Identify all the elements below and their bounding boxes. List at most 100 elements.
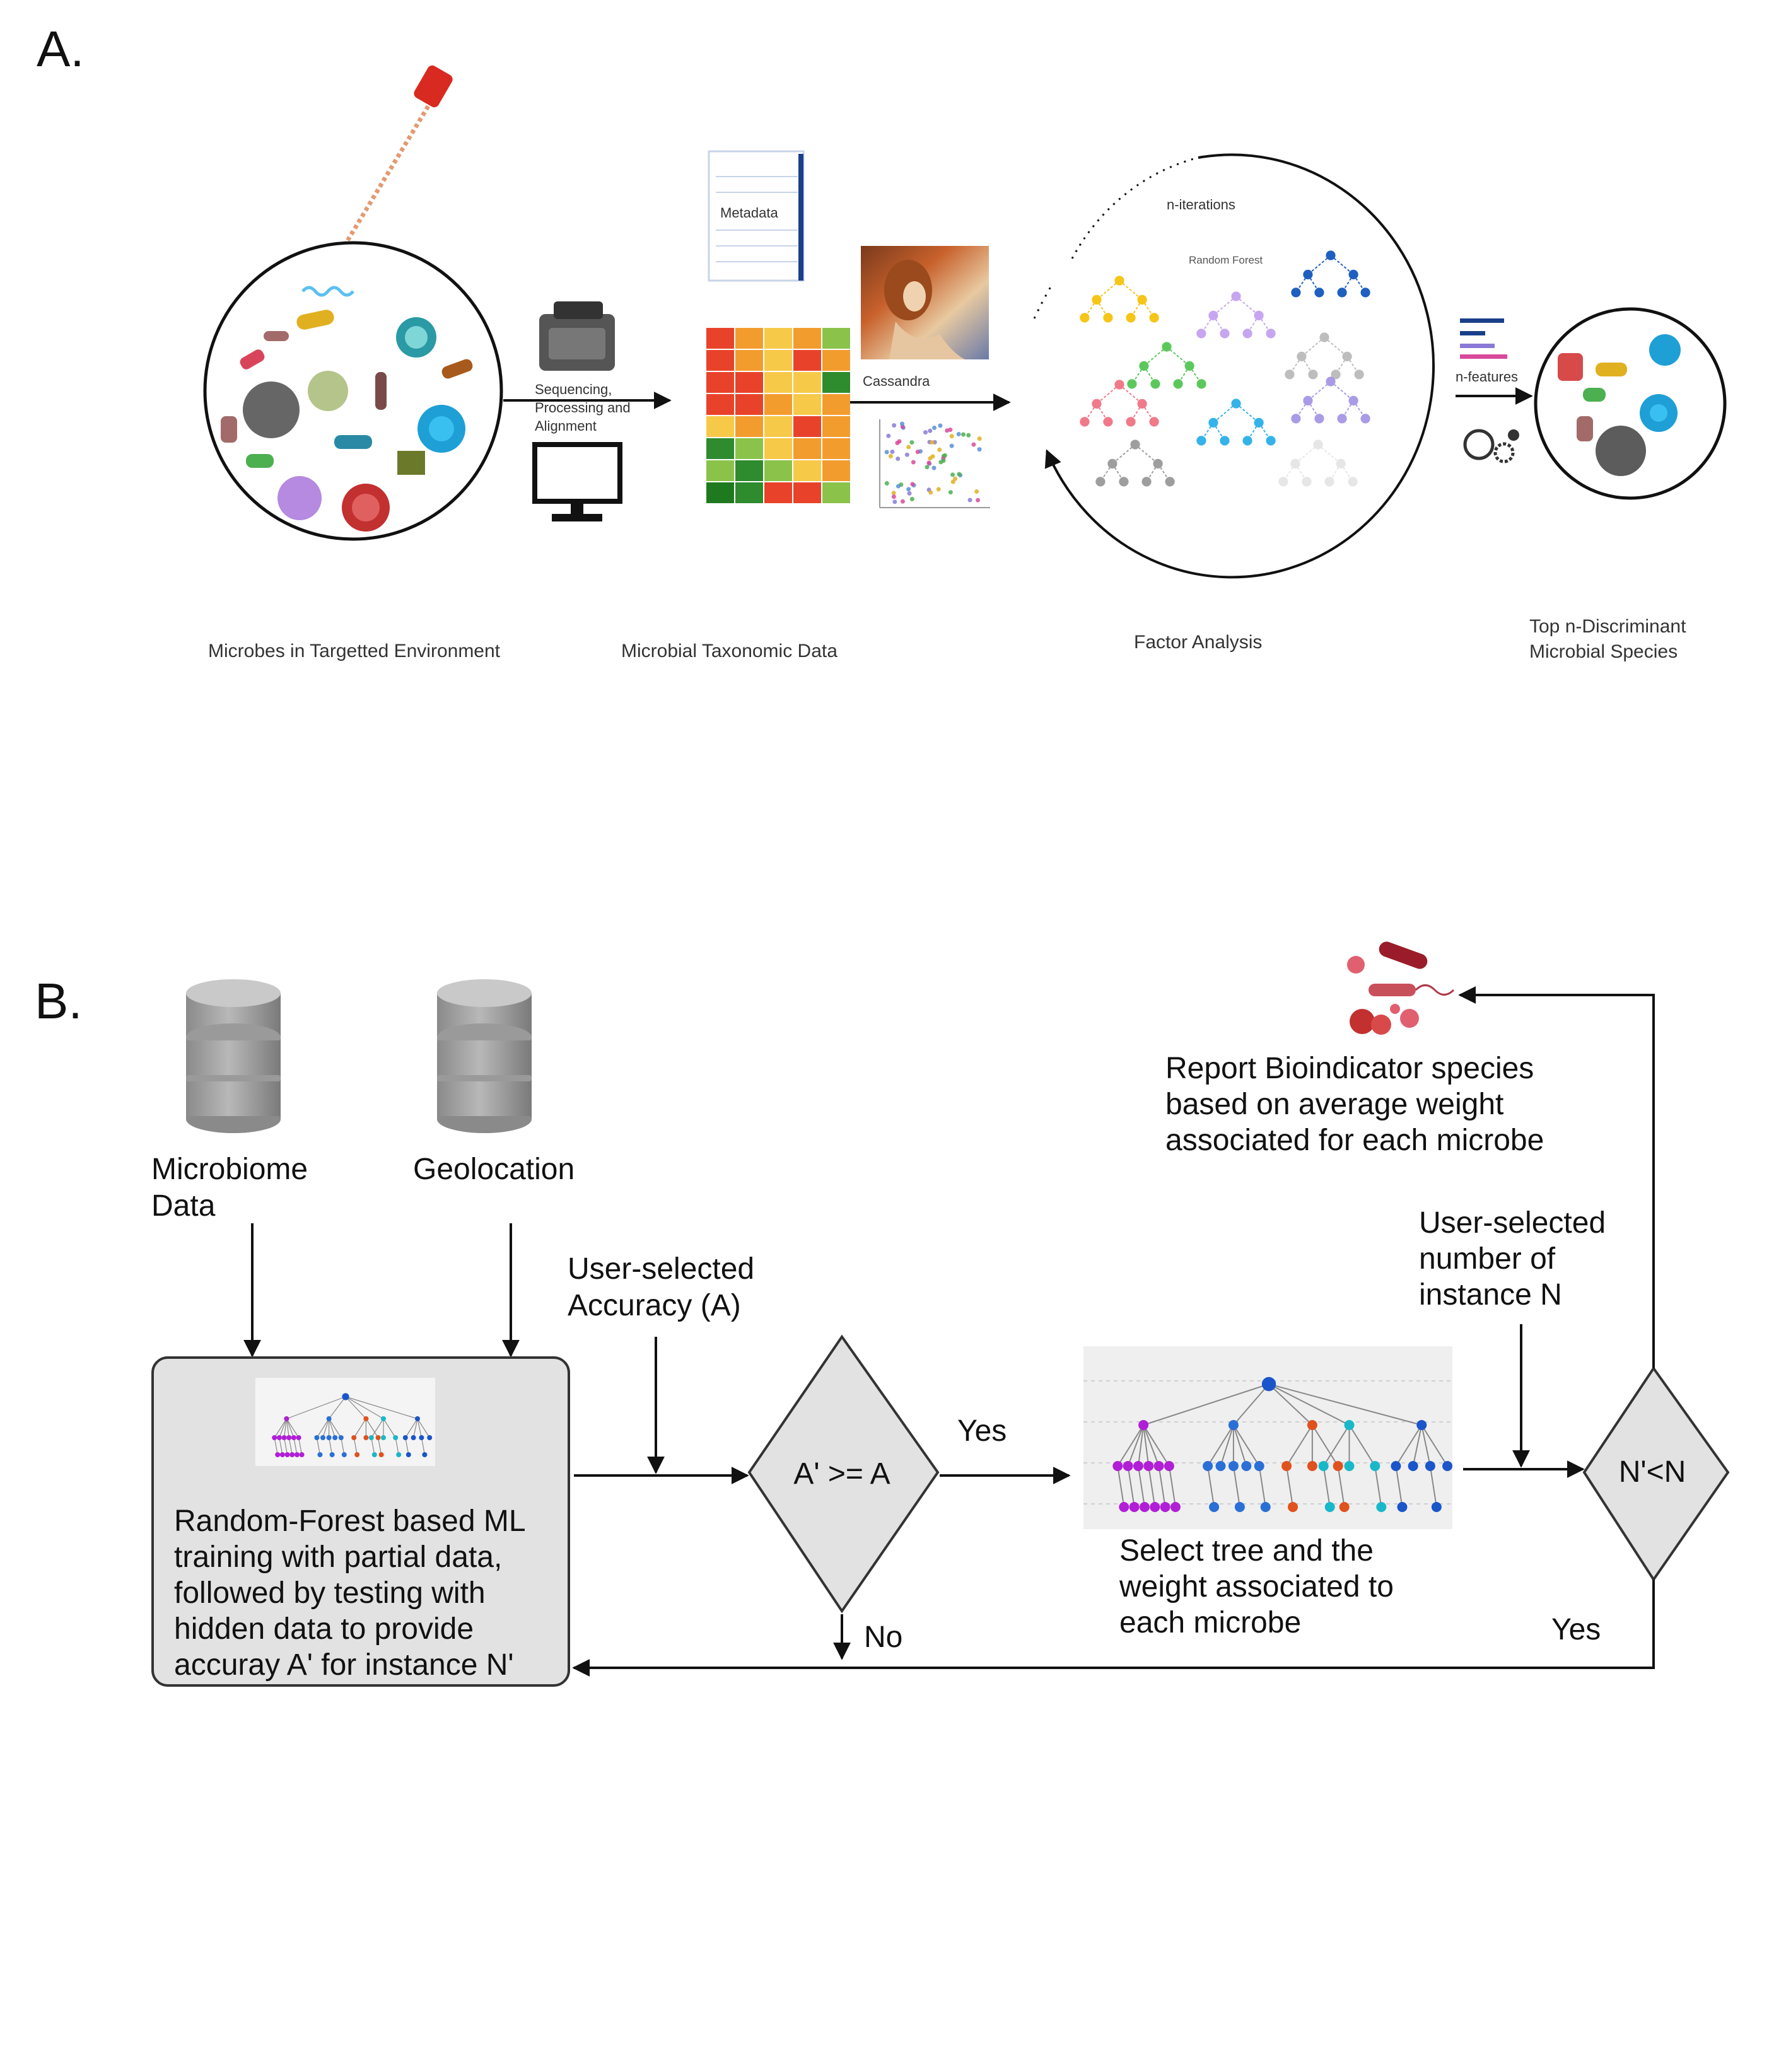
tree-node	[1114, 380, 1124, 390]
tree-icon	[1080, 380, 1159, 427]
tree-node	[1326, 250, 1336, 260]
panel-a-label: A.	[37, 21, 85, 77]
scatter-point	[961, 432, 966, 437]
tree-node	[1164, 1461, 1174, 1471]
tree-node	[422, 1452, 428, 1457]
scatter-point	[910, 482, 915, 487]
scatter-point	[957, 472, 962, 477]
tree-node	[1234, 1502, 1245, 1512]
tree-node	[286, 1435, 292, 1440]
tree-node	[329, 1452, 335, 1457]
tree-node	[1319, 332, 1329, 342]
decision-instance-label: N'<N	[1619, 1455, 1686, 1489]
tree-node	[341, 1452, 347, 1457]
heatmap	[706, 328, 850, 503]
tree-node	[1336, 458, 1346, 469]
tree-node	[1127, 379, 1137, 389]
user-instance-line-2: number of	[1419, 1242, 1556, 1276]
tree-node	[1119, 1502, 1129, 1512]
heatmap-cell	[764, 482, 792, 503]
heatmap-cell	[706, 350, 734, 371]
tree-node	[381, 1435, 386, 1440]
tree-edge	[1117, 1424, 1144, 1467]
tree-node	[419, 1435, 424, 1440]
tree-node	[1103, 417, 1113, 427]
tree-edge	[353, 1437, 358, 1455]
tree-edge	[1312, 1424, 1339, 1467]
tree-icon	[1285, 332, 1364, 380]
tree-edge	[1143, 346, 1167, 367]
database-icon	[186, 979, 281, 1133]
heatmap-cell	[764, 416, 792, 437]
tree-icon	[1291, 376, 1370, 424]
user-accuracy-label: User-selected Accuracy (A)	[568, 1252, 762, 1322]
scatter-point	[886, 433, 891, 438]
tree-node	[1254, 1461, 1264, 1471]
tree-edge	[316, 1418, 330, 1438]
tree-node	[1360, 288, 1370, 298]
tree-edge	[283, 1437, 288, 1455]
ml-box-line-3: followed by testing with	[174, 1576, 486, 1610]
arrow-to-report	[1458, 986, 1655, 1368]
geolocation-label: Geolocation	[413, 1153, 575, 1186]
tree-edge	[1112, 444, 1136, 465]
tree-edge	[1429, 1465, 1437, 1508]
tree-node	[1220, 329, 1230, 339]
tree-node	[1092, 294, 1102, 305]
tree-node	[1348, 269, 1358, 279]
tree-edge	[371, 1437, 375, 1455]
tree-node	[332, 1435, 338, 1440]
heatmap-cell	[764, 372, 792, 393]
tree-node	[1220, 436, 1230, 446]
tree-edge	[329, 1418, 342, 1438]
scatter-point	[936, 487, 941, 492]
tree-node	[1149, 313, 1159, 323]
scatter-point	[938, 423, 943, 428]
tree-node	[1196, 329, 1206, 339]
ml-box-line-2: training with partial data,	[174, 1540, 502, 1574]
tree-edge	[1395, 1465, 1403, 1508]
sequencer-icon	[539, 301, 615, 371]
caption-top-species: Top n-Discriminant Microbial Species	[1529, 616, 1691, 662]
tree-node	[1208, 310, 1218, 320]
tree-node	[275, 1452, 281, 1457]
heatmap-cell	[793, 328, 821, 349]
tree-edge	[1286, 1424, 1313, 1467]
heatmap-cell	[793, 416, 821, 437]
heatmap-cell	[735, 460, 763, 481]
heatmap-cell	[706, 438, 734, 459]
tree-node	[371, 1452, 377, 1457]
heatmap-cell	[822, 416, 850, 437]
tree-node	[396, 1452, 402, 1457]
tree-edge	[413, 1418, 418, 1438]
scatter-point	[911, 460, 916, 465]
heatmap-cell	[735, 328, 763, 349]
tree-node	[1331, 370, 1341, 380]
tree-node	[1231, 291, 1241, 301]
random-forest-trees	[1080, 250, 1370, 487]
tree-node	[1324, 1502, 1335, 1512]
tree-root	[342, 1393, 349, 1400]
heatmap-cell	[764, 328, 792, 349]
tree-edge	[1233, 1383, 1269, 1426]
caption-top-species-line-2: Microbial Species	[1529, 641, 1678, 662]
tree-edge	[1421, 1424, 1448, 1467]
scatter-point	[948, 490, 953, 495]
tree-node	[1370, 1461, 1380, 1471]
tree-node	[1307, 1461, 1317, 1471]
tree-node	[1126, 313, 1136, 323]
tree-edge	[365, 1418, 379, 1438]
tree-node	[1281, 1461, 1292, 1471]
bioindicator-microbes-icon	[1347, 941, 1455, 1035]
selected-tree	[1112, 1376, 1453, 1512]
tree-node	[1153, 1461, 1164, 1471]
tree-node	[1344, 1461, 1355, 1471]
scatter-point	[930, 454, 935, 459]
scatter-plot-thumbnail	[879, 419, 990, 508]
tree-node	[1123, 1461, 1133, 1471]
heatmap-cell	[735, 394, 763, 415]
scatter-point	[971, 442, 976, 447]
heatmap-cell	[735, 350, 763, 371]
scatter-point	[915, 450, 920, 455]
tree-node	[368, 1435, 374, 1440]
